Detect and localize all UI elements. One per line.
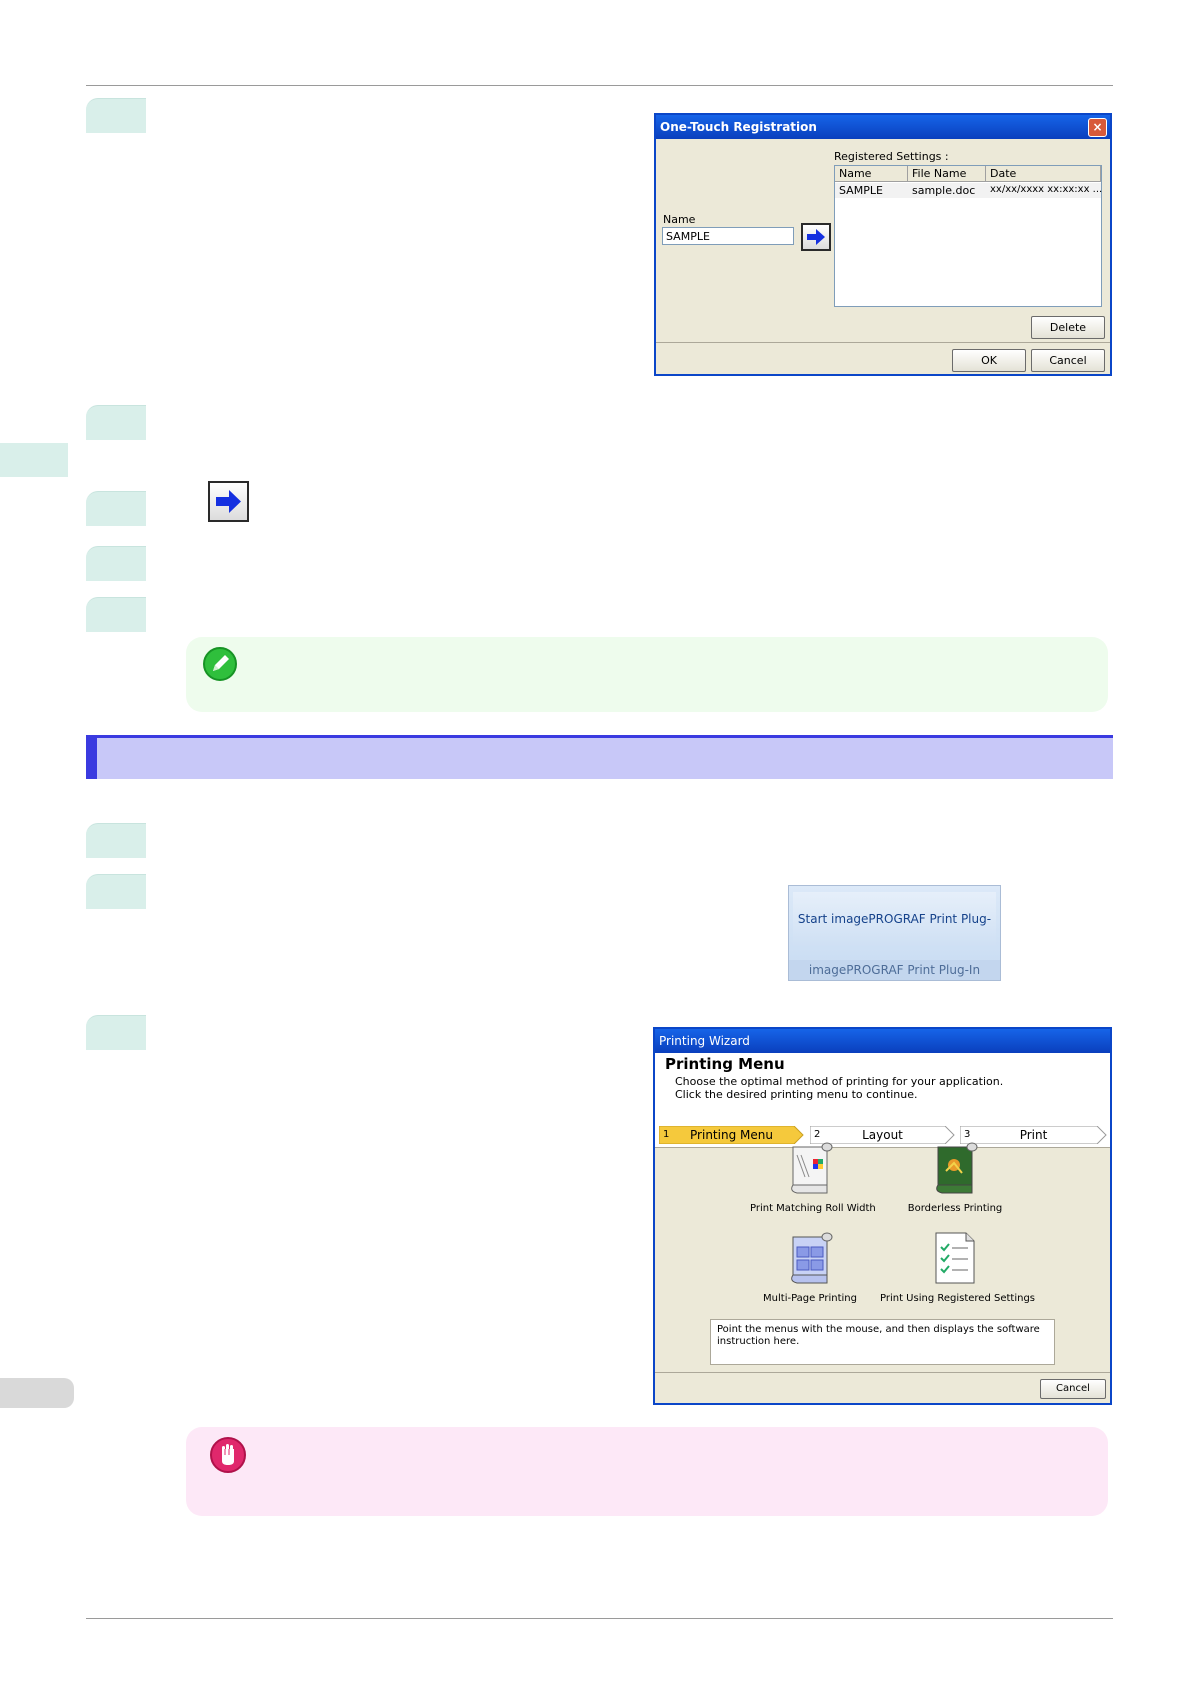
row-file-name: sample.doc — [912, 184, 976, 197]
step-label: Print — [1019, 1128, 1048, 1142]
delete-button[interactable]: Delete — [1031, 316, 1105, 339]
step-number: 3 — [964, 1129, 971, 1140]
step-arrow-shape — [960, 1126, 1107, 1144]
column-header-name[interactable]: Name — [835, 166, 908, 182]
right-arrow-icon — [807, 229, 825, 245]
option-label: Borderless Printing — [907, 1203, 1003, 1214]
registered-settings-label: Registered Settings : — [834, 150, 949, 163]
important-box — [186, 1427, 1108, 1516]
page-side-tab — [0, 1378, 74, 1408]
step-tab-8 — [86, 1015, 146, 1050]
option-print-matching-roll-width[interactable]: Print Matching Roll Width — [750, 1141, 876, 1217]
roll-paper-icon — [791, 1142, 833, 1194]
step-tab-1 — [86, 98, 146, 133]
pencil-icon — [203, 647, 237, 681]
ribbon-group: Start imagePROGRAF Print Plug-In imagePR… — [788, 885, 1001, 981]
wizard-cancel-button[interactable]: Cancel — [1040, 1379, 1106, 1399]
row-name: SAMPLE — [839, 184, 883, 197]
right-arrow-icon — [216, 490, 241, 513]
ok-button[interactable]: OK — [952, 349, 1026, 372]
wizard-step-1: 1 Printing Menu — [659, 1126, 804, 1144]
row-date: xx/xx/xxxx xx:xx:xx ... — [990, 184, 1103, 195]
chapter-side-tab — [0, 443, 68, 477]
step-tab-6 — [86, 823, 146, 858]
multi-page-icon — [791, 1232, 833, 1284]
printing-wizard-dialog: Printing Wizard Printing Menu Choose the… — [653, 1027, 1112, 1405]
option-multi-page-printing[interactable]: Multi-Page Printing — [750, 1231, 870, 1307]
hand-icon — [210, 1437, 246, 1473]
wizard-title: Printing Wizard — [655, 1029, 1110, 1053]
name-field[interactable]: SAMPLE — [662, 227, 794, 245]
column-header-file-name[interactable]: File Name — [908, 166, 986, 182]
step-number: 1 — [663, 1129, 670, 1140]
one-touch-registration-dialog: One-Touch Registration × Registered Sett… — [654, 113, 1112, 376]
step-tab-2 — [86, 405, 146, 440]
step-tab-3 — [86, 491, 146, 526]
note-box — [186, 637, 1108, 712]
step-tab-4 — [86, 546, 146, 581]
wizard-heading: Printing Menu — [665, 1055, 785, 1073]
registered-settings-list[interactable]: Name File Name Date SAMPLE sample.doc xx… — [834, 165, 1102, 307]
step-tab-5 — [86, 597, 146, 632]
close-button[interactable]: × — [1088, 118, 1107, 137]
option-label: Print Matching Roll Width — [750, 1203, 876, 1214]
step-tab-7 — [86, 874, 146, 909]
cancel-button[interactable]: Cancel — [1031, 349, 1105, 372]
top-rule — [86, 85, 1113, 86]
checklist-document-icon — [935, 1232, 975, 1284]
wizard-divider — [655, 1372, 1110, 1373]
wizard-header: Printing Menu Choose the optimal method … — [655, 1053, 1110, 1148]
step-label: Layout — [862, 1128, 903, 1142]
borderless-photo-icon — [936, 1142, 978, 1194]
option-borderless-printing[interactable]: Borderless Printing — [895, 1141, 1015, 1217]
ribbon-group-label: imagePROGRAF Print Plug-In — [789, 960, 1000, 980]
name-label: Name — [663, 213, 696, 226]
step-number: 2 — [814, 1129, 821, 1140]
step-arrow-shape — [659, 1126, 804, 1144]
start-print-plugin-button[interactable]: Start imagePROGRAF Print Plug-In — [793, 892, 996, 980]
step-label: Printing Menu — [690, 1128, 773, 1142]
wizard-step-2: 2 Layout — [810, 1126, 955, 1144]
wizard-subtitle-2: Click the desired printing menu to conti… — [675, 1088, 918, 1101]
wizard-subtitle-1: Choose the optimal method of printing fo… — [675, 1075, 1004, 1088]
dialog-title: One-Touch Registration — [656, 115, 1110, 139]
register-arrow-button[interactable] — [801, 223, 831, 251]
option-print-using-registered-settings[interactable]: Print Using Registered Settings — [880, 1231, 1035, 1307]
wizard-step-3: 3 Print — [960, 1126, 1107, 1144]
step-arrow-shape — [810, 1126, 955, 1144]
option-label: Print Using Registered Settings — [880, 1293, 1035, 1304]
column-header-date[interactable]: Date — [986, 166, 1101, 182]
list-item[interactable] — [835, 183, 1101, 198]
option-label: Multi-Page Printing — [763, 1293, 857, 1304]
section-heading — [86, 735, 1113, 779]
dialog-divider — [656, 342, 1110, 343]
instruction-text-box: Point the menus with the mouse, and then… — [710, 1319, 1055, 1365]
bottom-rule — [86, 1618, 1113, 1619]
register-arrow-illustration — [208, 481, 249, 522]
